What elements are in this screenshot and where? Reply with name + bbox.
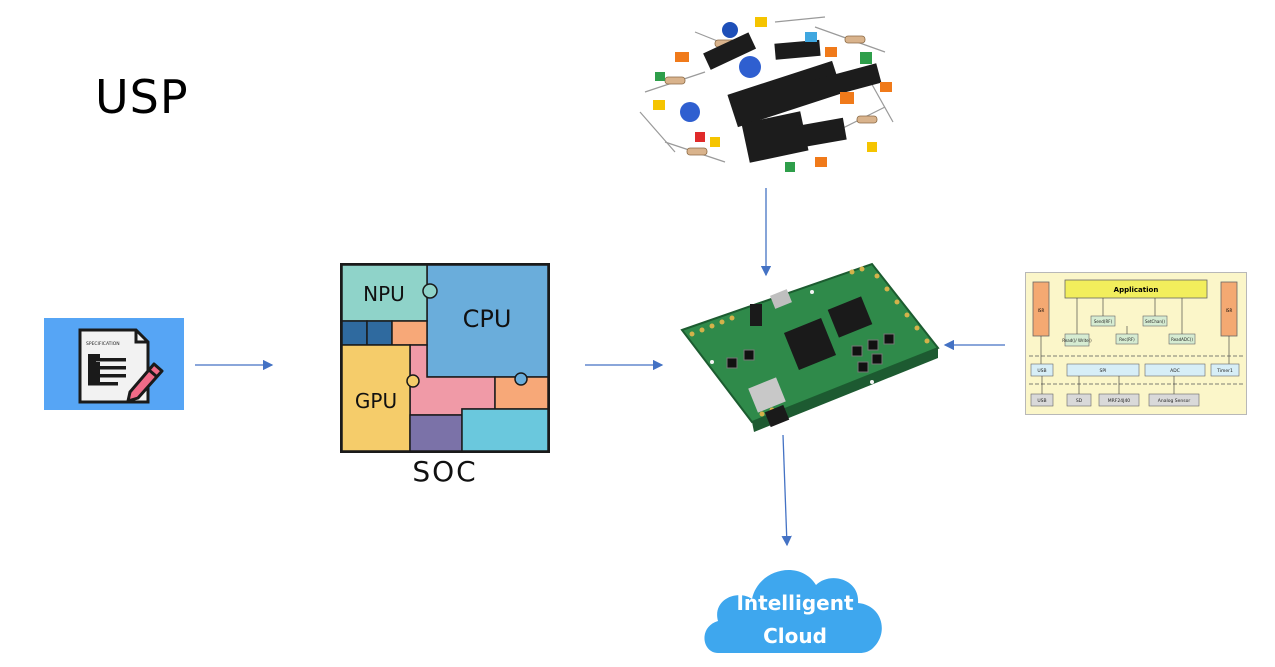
cpu-label: CPU (463, 305, 512, 333)
driver-label: SPI (1100, 368, 1107, 374)
hardware-label: MRF24J40 (1108, 398, 1131, 404)
page-title: USP (95, 70, 189, 124)
func-label: ReadADC() (1171, 337, 1193, 342)
arrow-board-to-cloud (781, 434, 792, 547)
soc-caption: SOC (412, 455, 478, 488)
cloud-label-line1: Intelligent (736, 591, 853, 615)
driver-label: ADC (1170, 368, 1180, 374)
development-board-image (672, 262, 940, 440)
intelligent-cloud: Intelligent Cloud (700, 555, 890, 660)
software-architecture-diagram: Application ISR ISR Read()/ Write() Send… (1025, 272, 1247, 415)
isr-right-label: ISR (1226, 308, 1233, 313)
electronic-components-image (635, 12, 897, 180)
soc-block-diagram: CPU NPU GPU (340, 263, 550, 453)
driver-label: USB (1037, 368, 1046, 374)
gpu-label: GPU (355, 389, 397, 413)
application-label: Application (1114, 286, 1159, 294)
func-label: SetChan() (1145, 319, 1165, 324)
cloud-icon (704, 570, 882, 653)
npu-label: NPU (363, 282, 405, 306)
spec-doc-label: SPECIFICATION (86, 341, 120, 347)
func-label: Rec(RF) (1119, 337, 1135, 342)
hardware-label: SD (1076, 398, 1083, 404)
func-label: Read()/ Write() (1062, 338, 1092, 343)
driver-label: Timer1 (1216, 368, 1233, 374)
cloud-label-line2: Cloud (763, 624, 827, 648)
func-label: Send(RF) (1094, 319, 1113, 324)
specification-document-tile: SPECIFICATION (44, 318, 184, 410)
specification-document-icon: SPECIFICATION (44, 318, 184, 410)
hardware-label: Analog Sensor (1158, 398, 1191, 404)
hardware-label: USB (1037, 398, 1046, 404)
isr-left-label: ISR (1038, 308, 1045, 313)
